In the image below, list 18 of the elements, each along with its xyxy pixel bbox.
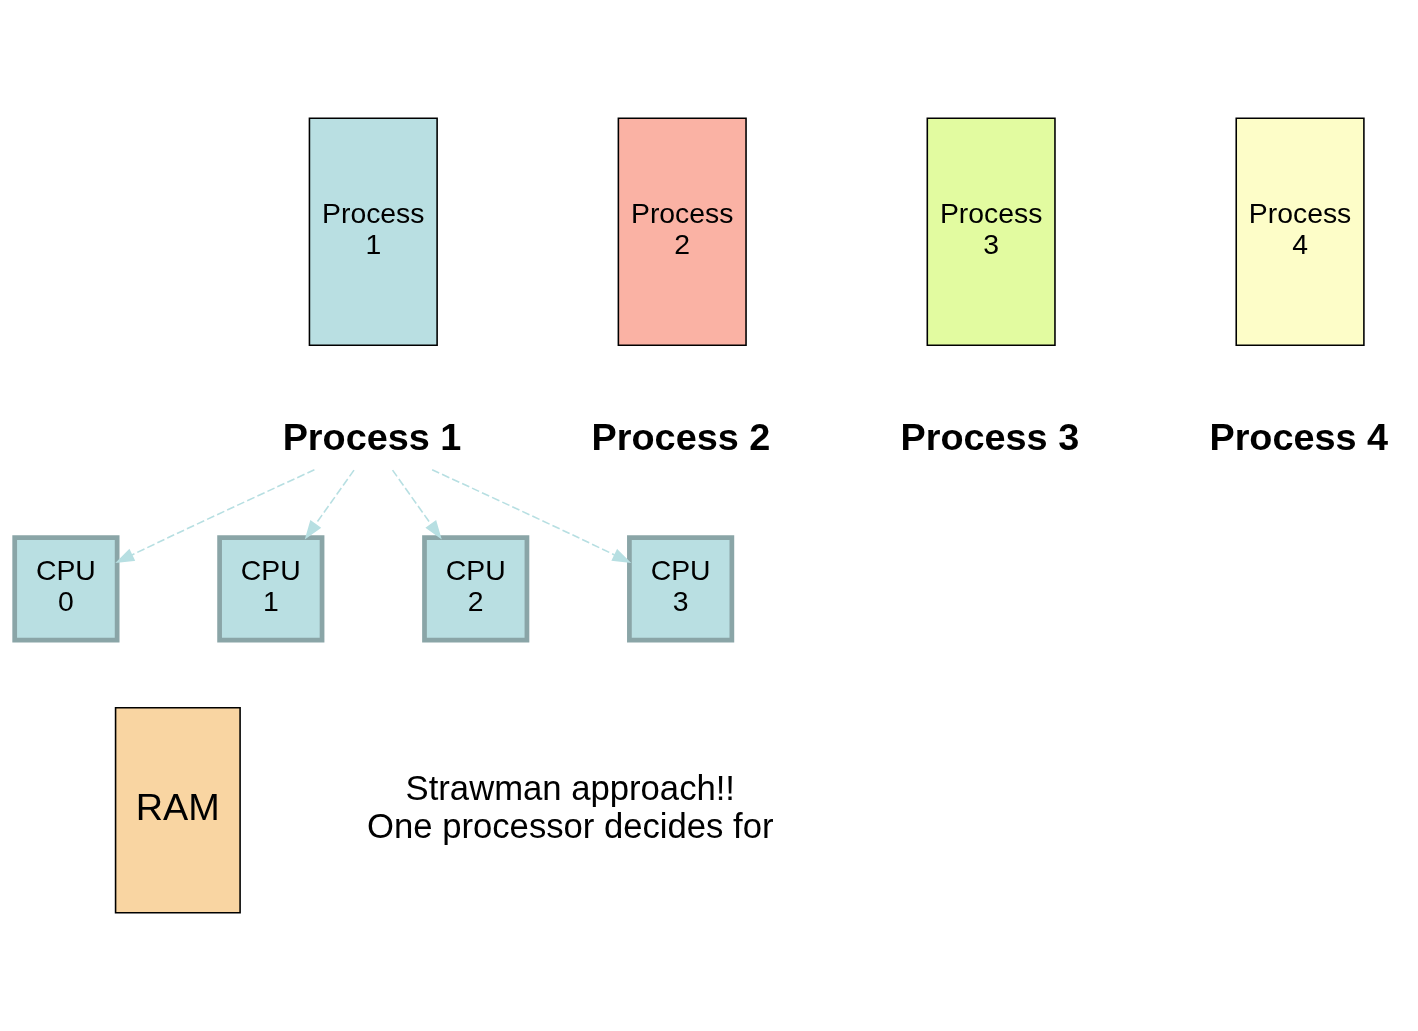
node-box: Process 3 (926, 117, 1056, 347)
node-box: CPU 2 (422, 535, 530, 643)
label: Process 4 (1209, 415, 1389, 458)
node-box: CPU 0 (12, 535, 120, 643)
node-box: CPU 1 (217, 535, 325, 643)
arrow (431, 469, 632, 564)
arrow (391, 469, 442, 540)
node-box: CPU 3 (627, 535, 735, 643)
label: Strawman approach!! One processor decides for (367, 769, 774, 845)
node-box: Process 4 (1235, 117, 1365, 347)
node-box: Process 2 (617, 117, 747, 347)
label: Process 2 (591, 415, 771, 458)
node-text: Process 1 (282, 415, 462, 458)
node-box: RAM (114, 707, 241, 914)
arrow (115, 469, 316, 564)
label: Process 3 (900, 415, 1080, 458)
arrow (304, 469, 355, 540)
node-box: Process 1 (308, 117, 438, 347)
